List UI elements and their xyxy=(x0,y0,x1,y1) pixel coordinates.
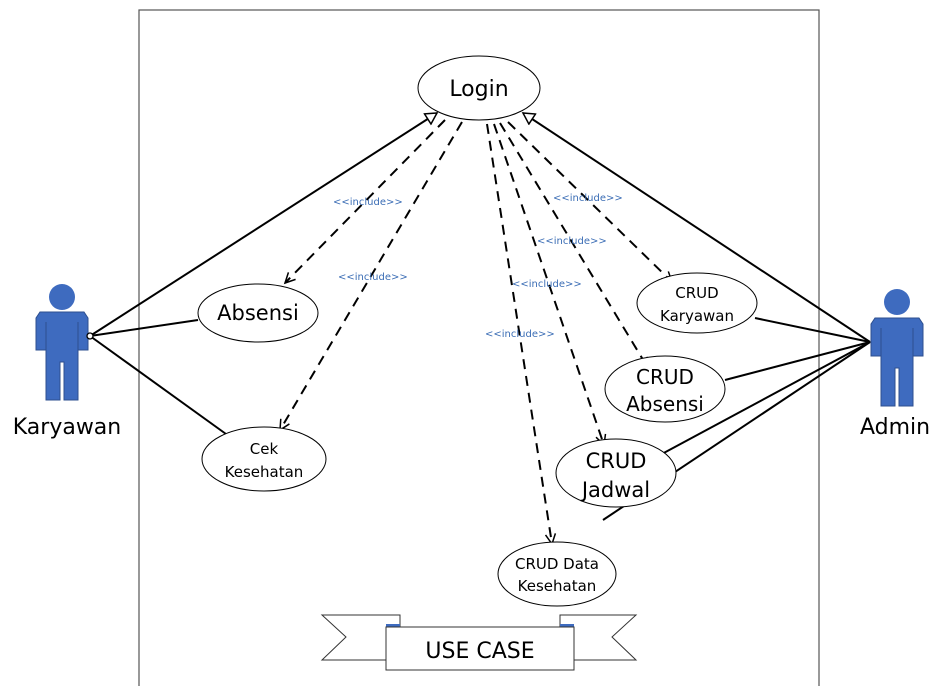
use-case-absensi-label: Absensi xyxy=(217,301,299,325)
person-icon xyxy=(35,284,89,401)
use-case-absensi: Absensi xyxy=(197,283,319,343)
use-case-crud-jadwal: CRUD Jadwal xyxy=(555,438,677,508)
include-label-crud-absensi: <<include>> xyxy=(537,236,607,247)
actor-admin: Admin xyxy=(860,289,930,440)
use-case-crud-karyawan-line2: Karyawan xyxy=(660,307,734,325)
use-case-crud-jadwal-line2: Jadwal xyxy=(580,478,650,502)
include-label-crud-jadwal: <<include>> xyxy=(512,279,582,290)
person-icon xyxy=(870,289,924,407)
system-boundary xyxy=(138,9,820,686)
include-relations xyxy=(279,119,674,546)
use-case-crud-data-kesehatan: CRUD Data Kesehatan xyxy=(497,541,617,607)
use-case-crud-jadwal-line1: CRUD xyxy=(586,449,647,473)
include-crud-data-kesehatan xyxy=(486,123,557,546)
use-case-login: Login xyxy=(417,55,541,121)
use-case-cek-kesehatan-shape xyxy=(201,426,327,492)
use-case-crud-karyawan-line1: CRUD xyxy=(675,284,718,302)
use-case-cek-kesehatan: Cek Kesehatan xyxy=(201,426,327,492)
use-case-crud-data-kesehatan-line1: CRUD Data xyxy=(515,555,599,573)
use-case-crud-absensi-line2: Absensi xyxy=(626,392,704,416)
include-label-crud-data-kesehatan: <<include>> xyxy=(485,329,555,340)
admin-crud-absensi-association xyxy=(724,341,871,381)
banner-body xyxy=(385,626,575,671)
use-case-crud-karyawan: CRUD Karyawan xyxy=(636,272,758,334)
include-label-absensi: <<include>> xyxy=(333,197,403,208)
karyawan-login-association xyxy=(89,113,437,337)
use-case-banner: USE CASE xyxy=(320,614,638,671)
actor-karyawan: Karyawan xyxy=(13,284,122,440)
include-label-cek: <<include>> xyxy=(338,272,408,283)
karyawan-cek-association xyxy=(89,335,227,435)
use-case-crud-data-kesehatan-line2: Kesehatan xyxy=(518,577,597,595)
use-case-crud-absensi: CRUD Absensi xyxy=(604,355,726,423)
include-absensi xyxy=(283,119,446,285)
use-case-crud-absensi-shape xyxy=(604,355,726,423)
use-case-cek-kesehatan-line2: Kesehatan xyxy=(225,463,304,481)
include-label-crud-karyawan: <<include>> xyxy=(553,193,623,204)
actor-admin-label: Admin xyxy=(860,415,930,440)
karyawan-absensi-association xyxy=(89,319,199,337)
include-crud-karyawan xyxy=(507,121,674,284)
include-cek-kesehatan xyxy=(279,121,463,432)
include-crud-jadwal xyxy=(493,123,607,447)
karyawan-connector xyxy=(86,332,94,340)
use-case-absensi-shape xyxy=(197,283,319,343)
banner-left-tail xyxy=(320,614,401,661)
use-case-crud-karyawan-shape xyxy=(636,272,758,334)
actor-karyawan-label: Karyawan xyxy=(13,415,122,440)
include-crud-absensi xyxy=(499,122,649,370)
use-case-login-shape xyxy=(417,55,541,121)
admin-login-association xyxy=(523,113,871,343)
banner-label: USE CASE xyxy=(425,639,534,664)
use-case-cek-kesehatan-line1: Cek xyxy=(250,440,279,458)
admin-crud-jadwal-association xyxy=(659,341,871,456)
admin-crud-karyawan-association xyxy=(754,317,871,343)
use-case-login-label: Login xyxy=(449,77,508,102)
use-case-crud-data-kesehatan-shape xyxy=(497,541,617,607)
use-case-crud-absensi-line1: CRUD xyxy=(636,365,694,389)
use-case-crud-jadwal-shape xyxy=(555,438,677,508)
